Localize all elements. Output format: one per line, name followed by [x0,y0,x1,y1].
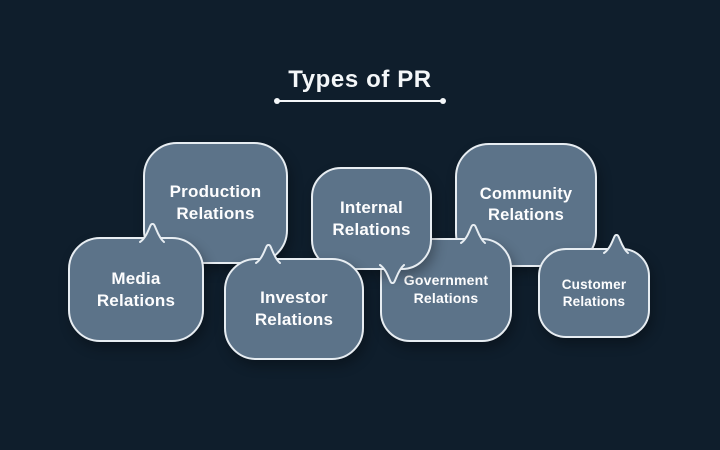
bubble-internal-relations: Internal Relations [311,167,432,270]
bubble-label: Relations [413,290,479,306]
bubble-label: Relations [487,206,565,224]
bubble-label: Government [403,272,489,289]
bubble-label: Relations [176,204,255,223]
bubble-label: Relations [332,219,411,239]
bubble-label: Relations [254,310,334,329]
bubble-label: Relations [96,290,176,310]
bubble-label: Internal [339,197,403,217]
bubble-customer-relations: Customer Relations [538,248,650,338]
speech-tail-down-icon [379,264,405,284]
bubble-label: Relations [562,294,626,309]
bubble-investor-relations: Investor Relations [224,258,364,360]
bubble-media-relations: Media Relations [68,237,204,342]
bubble-label: Customer [561,276,627,292]
bubble-label: Investor [260,288,328,308]
speech-tail-up-icon [460,224,486,244]
title-underline [274,98,446,104]
page-title: Types of PR [288,66,432,93]
bubble-label: Media [111,268,161,288]
bubble-label: Community [479,184,573,203]
speech-tail-up-icon [255,244,281,264]
bubble-label: Production [169,182,262,202]
speech-tail-up-icon [603,234,629,254]
speech-tail-up-icon [139,223,165,243]
